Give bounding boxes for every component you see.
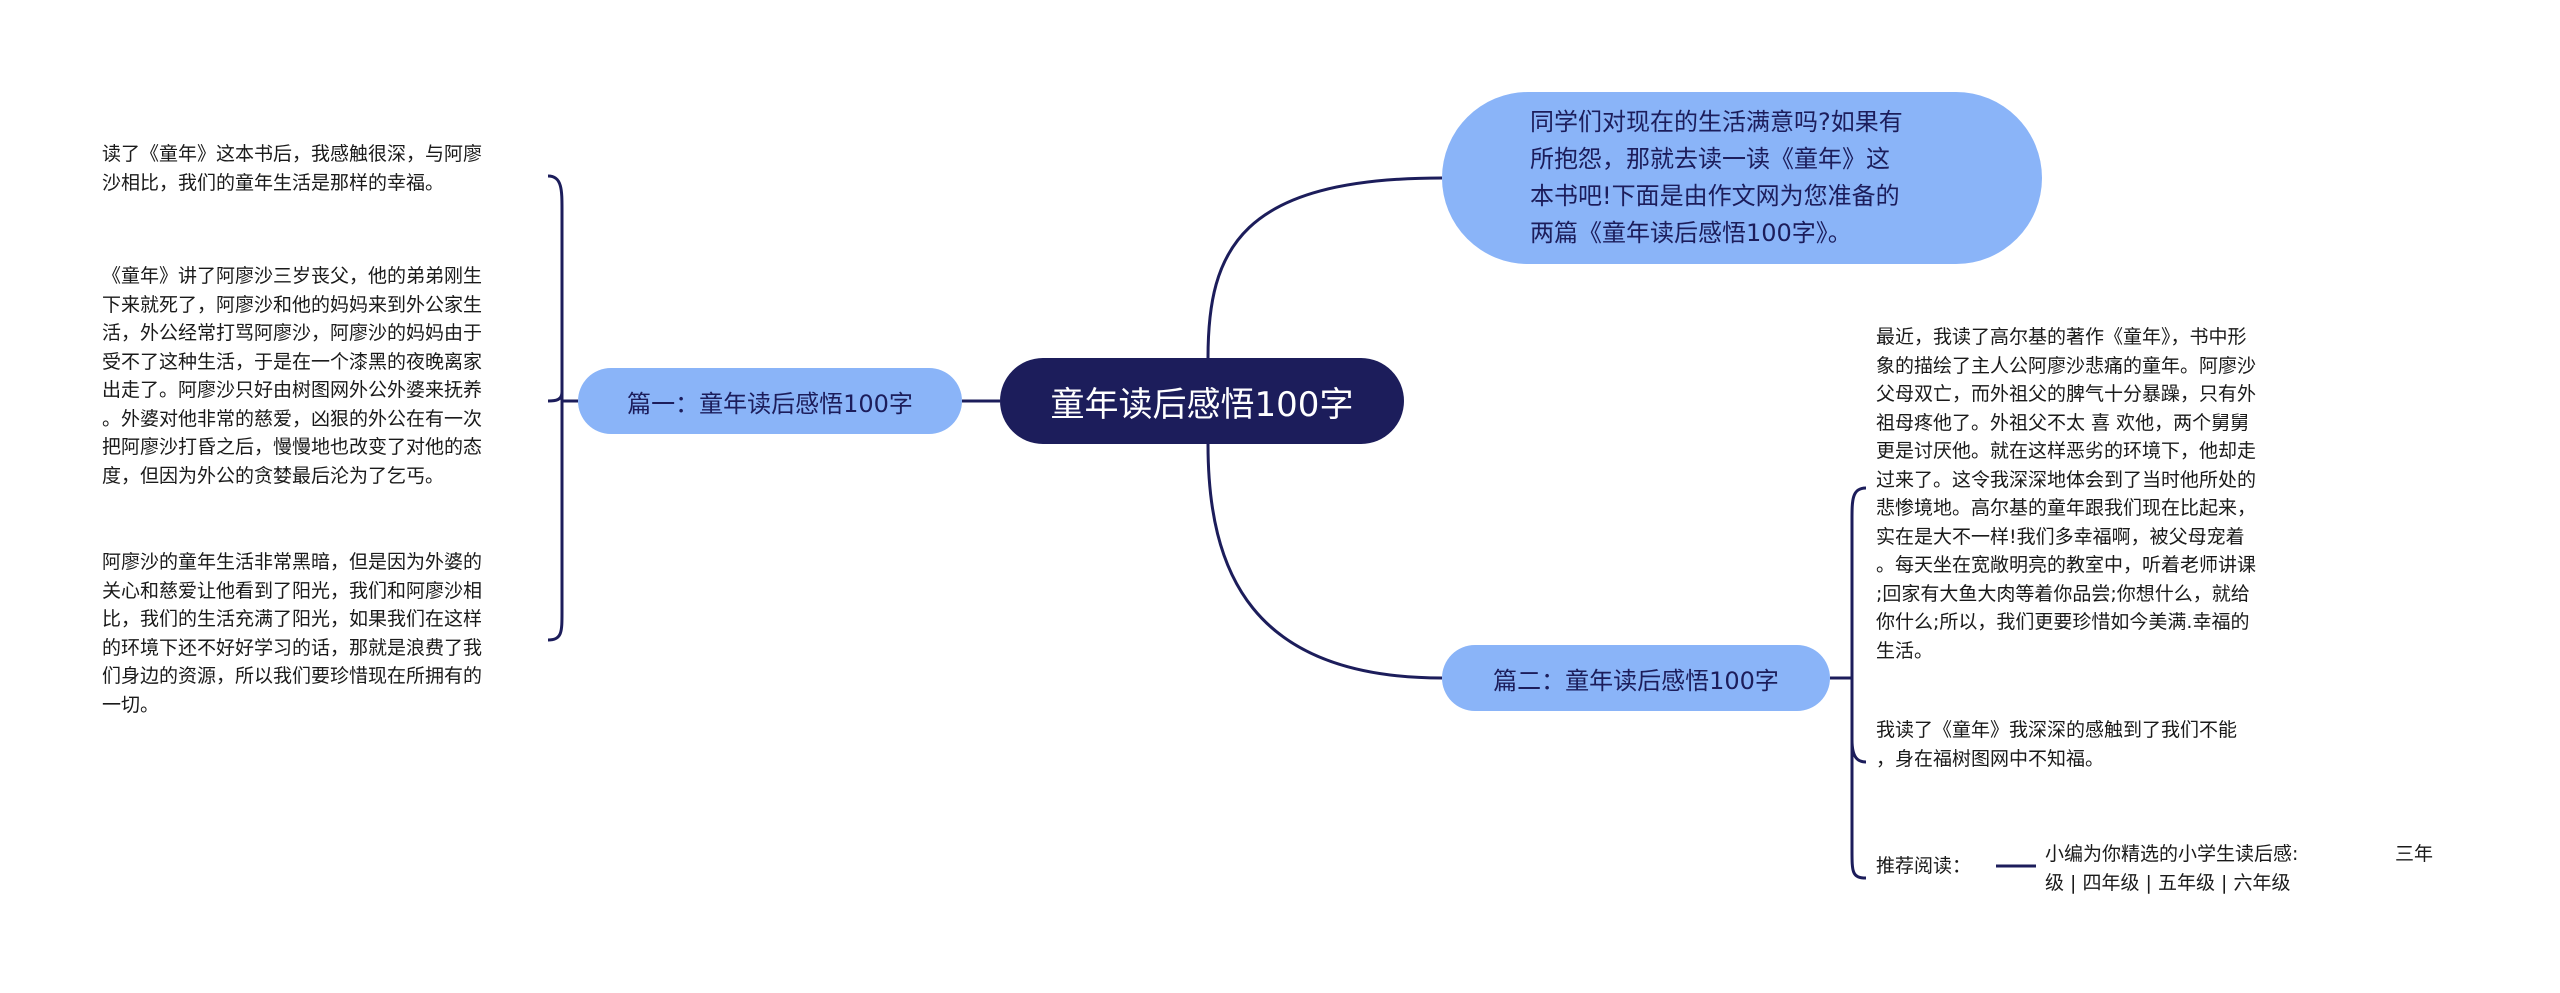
root-topic-label: 童年读后感悟100字	[1050, 384, 1354, 425]
bracket-right-mid	[1850, 739, 1867, 764]
piece-two-paragraph-1: 最近，我读了高尔基的著作《童年》，书中形 象的描绘了主人公阿廖沙悲痛的童年。阿廖…	[1876, 326, 2257, 662]
root-topic[interactable]: 童年读后感悟100字	[1000, 358, 1404, 444]
branch-piece-one[interactable]: 篇一：童年读后感悟100字	[578, 368, 962, 434]
bracket-right	[1850, 486, 1867, 880]
bracket-left-mid	[547, 391, 564, 403]
piece-one-paragraph-2: 《童年》讲了阿廖沙三岁丧父，他的弟弟刚生 下来就死了，阿廖沙和他的妈妈来到外公家…	[102, 265, 483, 487]
recommend-label: 推荐阅读：	[1876, 855, 1972, 877]
bracket-left	[547, 174, 564, 642]
piece-one-paragraph-3: 阿廖沙的童年生活非常黑暗，但是因为外婆的 关心和慈爱让他看到了阳光，我们和阿廖沙…	[102, 551, 483, 716]
branch-piece-two-label: 篇二：童年读后感悟100字	[1493, 666, 1779, 695]
piece-one-paragraph-1: 读了《童年》这本书后，我感触很深，与阿廖 沙相比，我们的童年生活是那样的幸福。	[102, 143, 483, 194]
piece-two-paragraph-2: 我读了《童年》我深深的感触到了我们不能 ，身在福树图网中不知福。	[1876, 719, 2238, 770]
intro-text: 同学们对现在的生活满意吗?如果有 所抱怨，那就去读一读《童年》这 本书吧!下面是…	[1530, 108, 1903, 247]
edge-root-branch2	[1206, 443, 1443, 680]
recommend-links[interactable]: 小编为你精选的小学生读后感: 三年 级 | 四年级 | 五年级 | 六年级	[2045, 843, 2434, 894]
branch-piece-one-label: 篇一：童年读后感悟100字	[627, 389, 913, 418]
intro-bubble[interactable]: 同学们对现在的生活满意吗?如果有 所抱怨，那就去读一读《童年》这 本书吧!下面是…	[1442, 92, 2042, 264]
edge-root-intro	[1206, 176, 1443, 359]
branch-piece-two[interactable]: 篇二：童年读后感悟100字	[1442, 645, 1830, 711]
